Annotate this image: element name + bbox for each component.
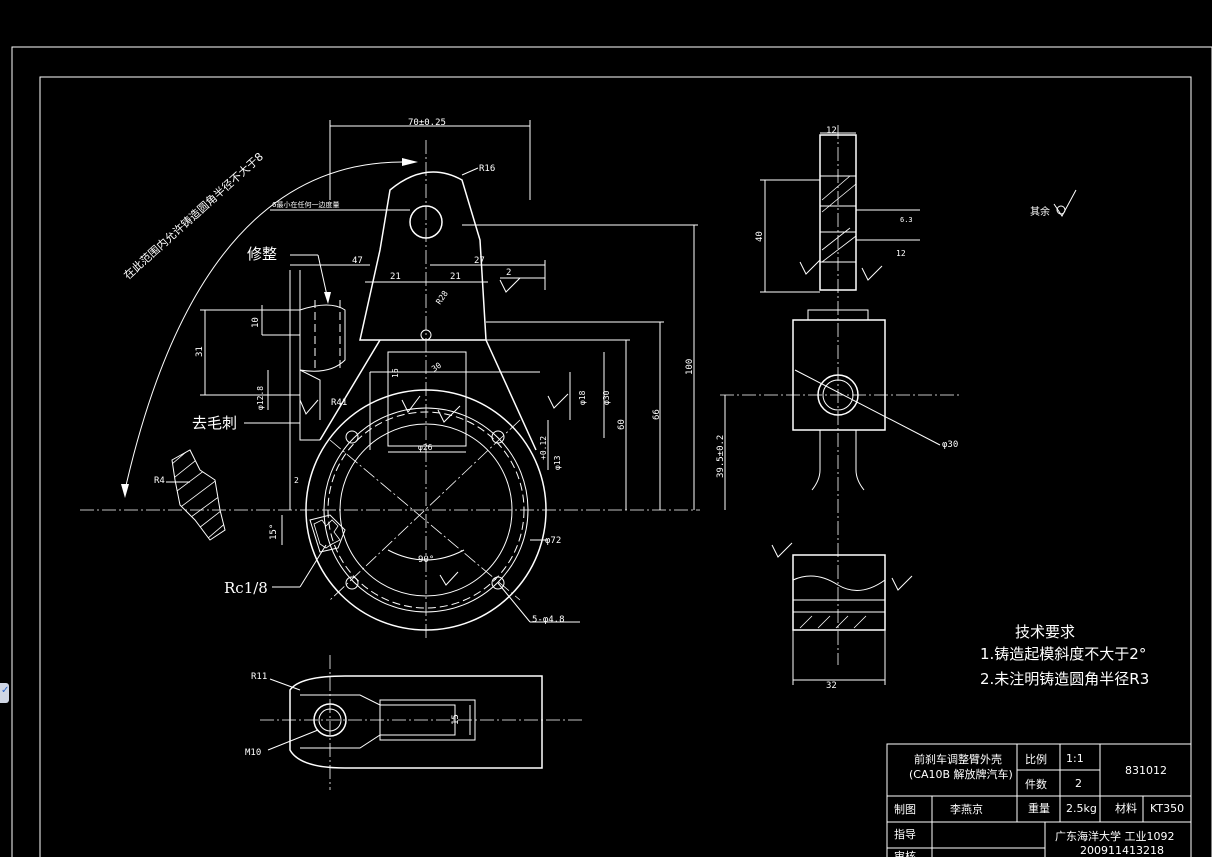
range-arc <box>124 161 406 491</box>
tb-student-no: 200911413218 <box>1080 844 1164 857</box>
dim-side-40: 40 <box>755 231 765 242</box>
side-panel-tab[interactable]: ✓ <box>0 683 9 703</box>
pin-hole <box>409 205 443 239</box>
dim-60: 60 <box>617 419 627 430</box>
check-icon: ✓ <box>1 685 10 696</box>
tb-review-label: 审核 <box>894 849 916 857</box>
dim-side-d30: φ30 <box>942 440 958 450</box>
dim-012: +0.12 <box>539 436 548 460</box>
dim-r28: R28 <box>434 289 450 306</box>
outer-frame <box>11 46 1212 857</box>
dim-2: 2 <box>506 268 511 278</box>
dim-r4: R4 <box>154 476 165 486</box>
tb-material-value: KT350 <box>1150 802 1184 815</box>
dim-side-12: 12 <box>826 126 837 136</box>
title-block: 前刹车调整臂外壳 (CA10B 解放牌汽车) 比例 1:1 件数 2 83101… <box>886 743 1192 857</box>
upper-arm <box>359 171 487 341</box>
tb-scale-value: 1:1 <box>1066 752 1084 765</box>
dim-90-deg: 90° <box>418 555 434 565</box>
dim-21b: 21 <box>450 272 461 282</box>
bolt-hole <box>491 576 505 590</box>
dim-side-small2: 12 <box>896 249 906 258</box>
dim-rc18: Rc1/8 <box>224 579 268 597</box>
tb-drawn-label: 制图 <box>894 803 916 816</box>
tb-drawn-name: 李燕京 <box>950 802 983 816</box>
dim-16: 16 <box>391 368 400 378</box>
dim-72: φ72 <box>545 536 561 546</box>
dim-15: 15 <box>451 714 461 725</box>
dim-r11: R11 <box>251 672 267 682</box>
dim-21a: 21 <box>390 272 401 282</box>
side-view: 12 40 39.5±0.2 φ30 32 6.3 12 <box>716 125 960 691</box>
note-small: 6最小在任何一边度量 <box>272 200 339 209</box>
dim-10: 10 <box>251 317 261 328</box>
bottom-view: 15 R11 M10 <box>245 655 585 790</box>
dim-r41: R41 <box>331 398 347 408</box>
tb-weight-label: 重量 <box>1028 801 1050 815</box>
tb-part-name: 前刹车调整臂外壳 <box>914 752 1002 766</box>
dim-26: φ26 <box>418 443 433 452</box>
bolt-hole <box>345 430 359 444</box>
tb-qty-value: 2 <box>1075 777 1082 790</box>
label-other: 其余 <box>1030 205 1050 218</box>
tb-material-label: 材料 <box>1115 801 1137 815</box>
dim-top-width: 70±0.25 <box>408 118 446 128</box>
label-qumaoci: 去毛刺 <box>192 414 237 432</box>
dim-100: 100 <box>685 359 695 375</box>
dim-15-deg: 15° <box>269 524 279 540</box>
dim-m10: M10 <box>245 748 261 758</box>
inner-frame <box>39 76 1192 857</box>
tb-drawing-no: 831012 <box>1125 764 1167 777</box>
tb-qty-label: 件数 <box>1025 778 1047 791</box>
dim-13: φ13 <box>553 455 562 470</box>
dim-2b: 2 <box>294 476 299 485</box>
tb-weight-value: 2.5kg <box>1066 802 1097 815</box>
dim-30: φ30 <box>602 390 611 405</box>
dim-side-32: 32 <box>826 681 837 691</box>
tech-line1: 1.铸造起模斜度不大于2° <box>980 645 1146 663</box>
tb-part-sub: (CA10B 解放牌汽车) <box>909 767 1013 781</box>
tb-guide-label: 指导 <box>894 827 916 841</box>
dim-27: 27 <box>474 256 485 266</box>
dim-31: 31 <box>195 346 205 357</box>
dim-holes: 5-φ4.8 <box>532 615 565 625</box>
tb-school: 广东海洋大学 工业1092 <box>1055 829 1175 843</box>
bottom-body <box>289 675 543 769</box>
bolt-hole <box>491 430 505 444</box>
dim-12-8: φ12.8 <box>256 386 265 410</box>
dim-18: φ18 <box>578 390 587 405</box>
dim-side-39: 39.5±0.2 <box>716 435 726 478</box>
bolt-hole <box>345 576 359 590</box>
left-section <box>171 449 226 541</box>
inner-boss <box>387 351 467 447</box>
front-view: 70±0.25 R16 6最小在任何一边度量 47 21 21 27 2 31 … <box>80 118 700 640</box>
label-xiuzheng: 修整 <box>247 245 277 263</box>
dim-side-small1: 6.3 <box>900 216 913 224</box>
outer-circle <box>305 389 547 631</box>
tech-line2: 2.未注明铸造圆角半径R3 <box>980 670 1149 688</box>
tech-title: 技术要求 <box>1015 623 1075 641</box>
tb-scale-label: 比例 <box>1025 752 1047 766</box>
label-arc-note: 在此范围内允许铸造圆角半径不大于8 <box>121 149 266 282</box>
dim-47: 47 <box>352 256 363 266</box>
dim-66: 66 <box>652 409 662 420</box>
dim-r16: R16 <box>479 164 495 174</box>
